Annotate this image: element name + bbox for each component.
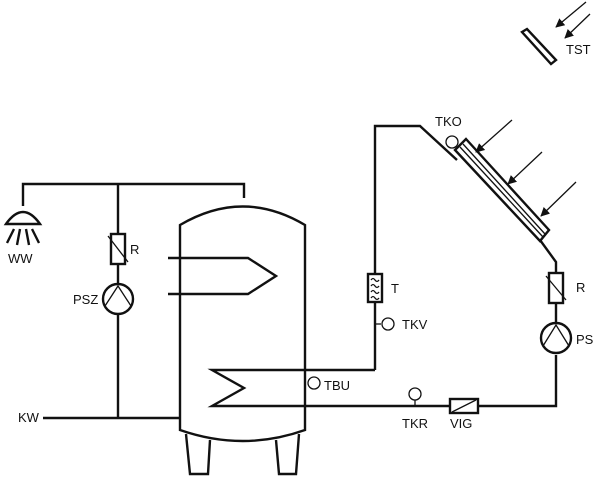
label-psz: PSZ bbox=[73, 292, 98, 307]
flow-meter-icon bbox=[366, 272, 384, 304]
label-tkr: TKR bbox=[402, 416, 428, 431]
label-r-left: R bbox=[130, 242, 139, 257]
label-kw: KW bbox=[18, 410, 40, 425]
storage-tank bbox=[168, 205, 390, 476]
tkr-sensor-icon bbox=[408, 387, 422, 406]
label-t: T bbox=[391, 281, 399, 296]
tank-lower-heat-exchanger bbox=[207, 368, 390, 408]
shower-head-icon bbox=[3, 210, 43, 246]
label-r-right: R bbox=[576, 280, 585, 295]
solar-return-pipe bbox=[390, 355, 558, 408]
label-vig: VIG bbox=[450, 416, 472, 431]
tkv-sensor-icon bbox=[375, 317, 395, 331]
label-ps: PS bbox=[576, 332, 594, 347]
tko-sensor-icon bbox=[445, 135, 459, 149]
tank-upper-heat-exchanger bbox=[168, 256, 279, 296]
tbu-sensor-icon bbox=[307, 376, 321, 390]
sun-ray-arrows bbox=[475, 119, 577, 217]
solar-collector-icon bbox=[453, 137, 551, 243]
solar-pump-icon bbox=[539, 321, 573, 355]
check-valve-left-icon bbox=[107, 232, 129, 266]
label-ww: WW bbox=[8, 251, 33, 266]
tank-leg-right bbox=[274, 433, 301, 476]
label-tkv: TKV bbox=[402, 317, 428, 332]
tst-sensor-icon bbox=[520, 1, 591, 66]
solar-flow-pipe bbox=[373, 124, 458, 370]
label-tko: TKO bbox=[435, 114, 462, 129]
solar-circuit bbox=[373, 124, 558, 408]
label-tbu: TBU bbox=[324, 378, 350, 393]
check-valve-right-icon bbox=[545, 271, 567, 305]
vig-valve-icon bbox=[448, 397, 480, 415]
circulation-pump-icon bbox=[101, 282, 135, 316]
hot-water-header-pipe bbox=[21, 182, 246, 206]
label-tst: TST bbox=[566, 42, 591, 57]
tank-leg-left bbox=[184, 433, 212, 476]
